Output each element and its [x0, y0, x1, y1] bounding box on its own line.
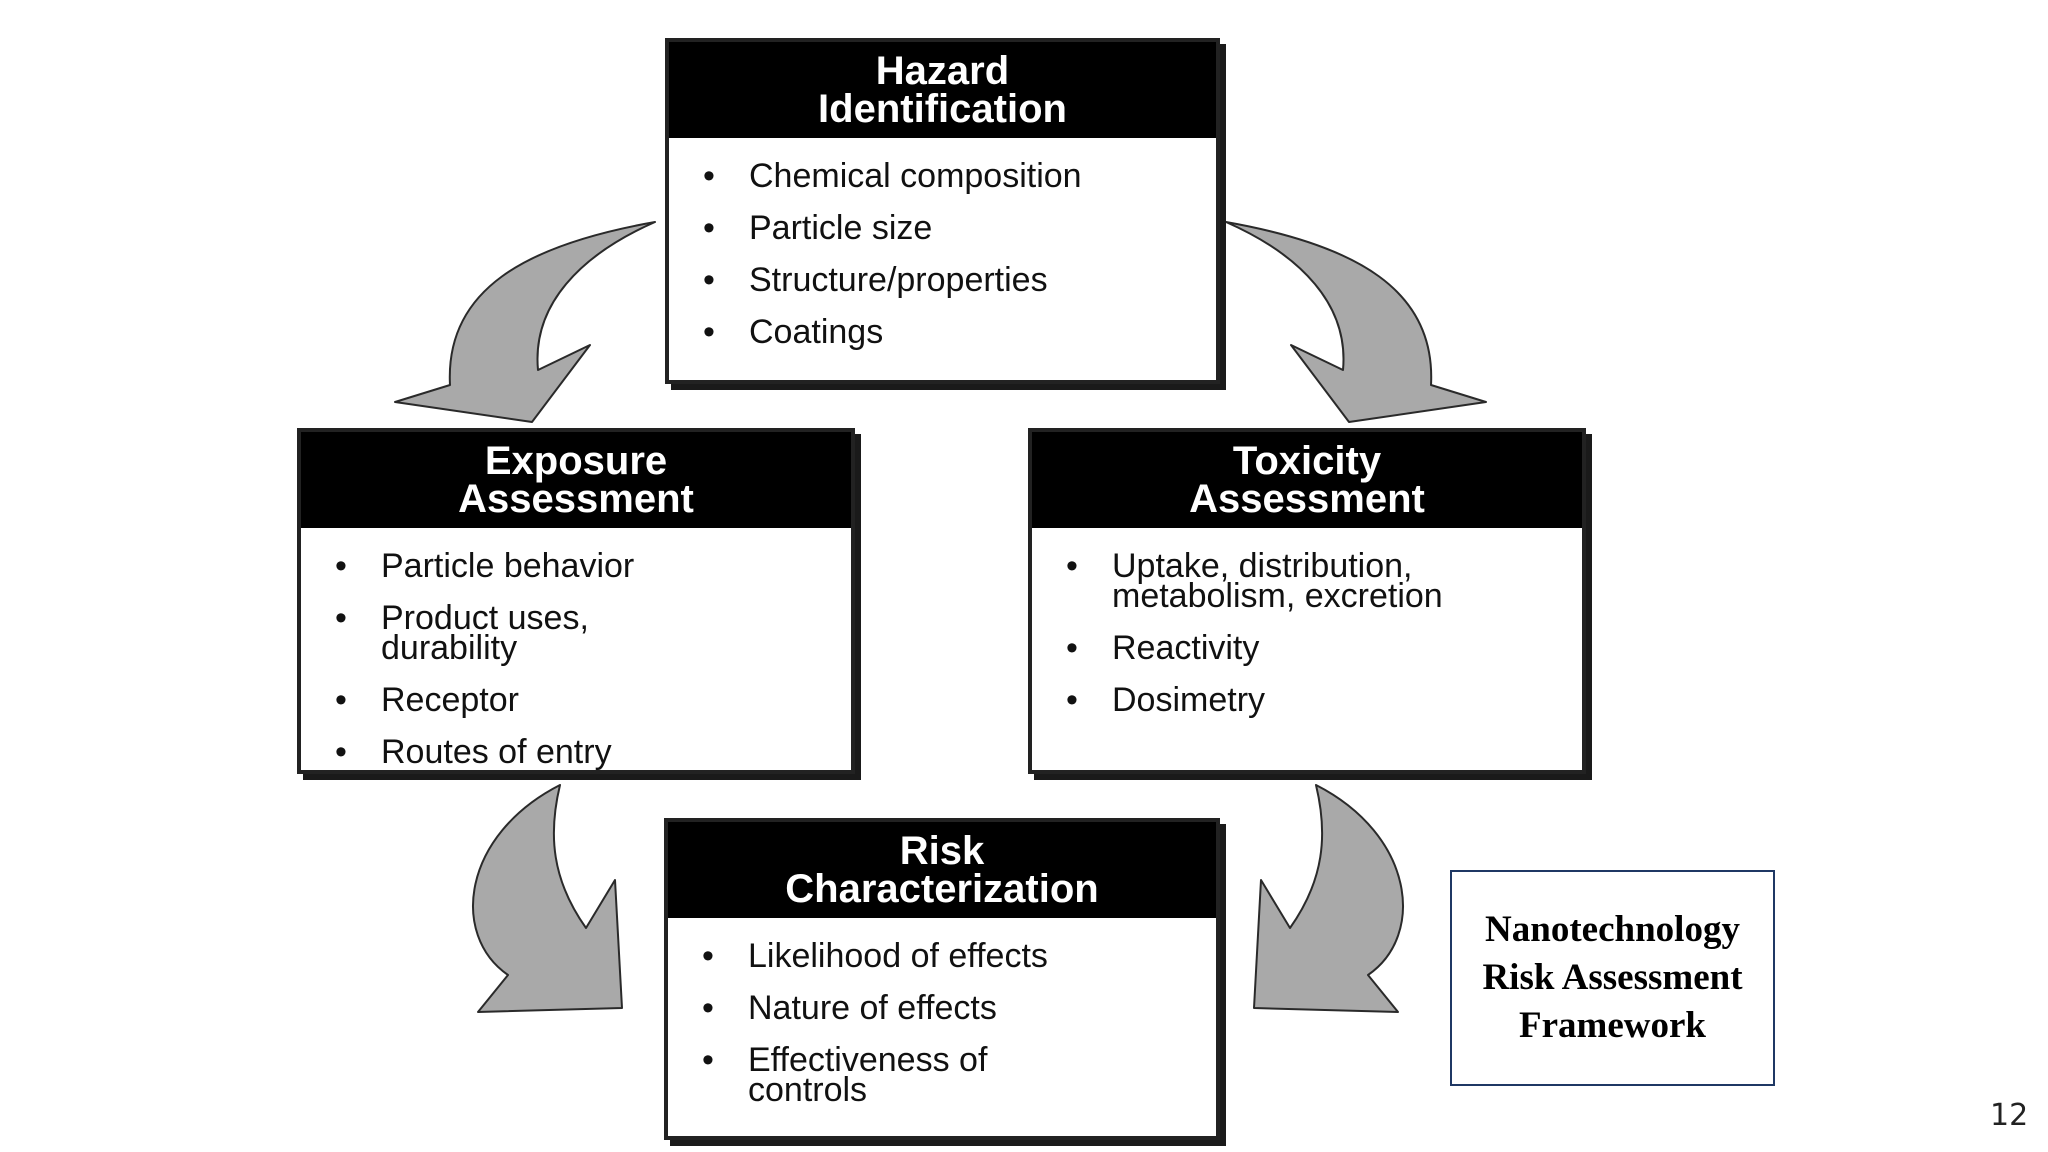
list-item: Likelihood of effects — [702, 939, 1196, 973]
risk-characterization-box: Risk Characterization Likelihood of effe… — [664, 818, 1220, 1140]
hazard-identification-title: Hazard Identification — [669, 42, 1216, 138]
toxicity-items-list: Uptake, distribution, metabolism, excret… — [1032, 528, 1582, 745]
arrow-hazard-to-exposure — [394, 221, 656, 423]
list-item: Reactivity — [1066, 631, 1562, 665]
page-number: 12 — [1990, 1098, 2029, 1133]
list-item: Particle behavior — [335, 549, 831, 583]
list-item: Chemical composition — [703, 159, 1196, 193]
arrow-exposure-to-risk — [472, 784, 623, 1013]
toxicity-assessment-title: Toxicity Assessment — [1032, 432, 1582, 528]
risk-items-list: Likelihood of effects Nature of effects … — [668, 918, 1216, 1135]
list-item: Particle size — [703, 211, 1196, 245]
hazard-identification-box: Hazard Identification Chemical compositi… — [665, 38, 1220, 384]
exposure-items-list: Particle behavior Product uses, durabili… — [301, 528, 851, 797]
toxicity-assessment-box: Toxicity Assessment Uptake, distribution… — [1028, 428, 1586, 774]
list-item: Structure/properties — [703, 263, 1196, 297]
list-item: Dosimetry — [1066, 683, 1562, 717]
exposure-assessment-box: Exposure Assessment Particle behavior Pr… — [297, 428, 855, 774]
list-item: Product uses, durability — [335, 601, 831, 665]
arrow-hazard-to-toxicity — [1225, 221, 1487, 423]
list-item: Nature of effects — [702, 991, 1196, 1025]
arrow-toxicity-to-risk — [1253, 784, 1404, 1013]
exposure-assessment-title: Exposure Assessment — [301, 432, 851, 528]
framework-caption-text: Nanotechnology Risk Assessment Framework — [1482, 909, 1743, 1046]
list-item: Effectiveness of controls — [702, 1043, 1196, 1107]
list-item: Uptake, distribution, metabolism, excret… — [1066, 549, 1562, 613]
framework-caption-box: Nanotechnology Risk Assessment Framework — [1450, 870, 1775, 1086]
list-item: Receptor — [335, 683, 831, 717]
hazard-items-list: Chemical composition Particle size Struc… — [669, 138, 1216, 377]
list-item: Coatings — [703, 315, 1196, 349]
risk-characterization-title: Risk Characterization — [668, 822, 1216, 918]
list-item: Routes of entry — [335, 735, 831, 769]
